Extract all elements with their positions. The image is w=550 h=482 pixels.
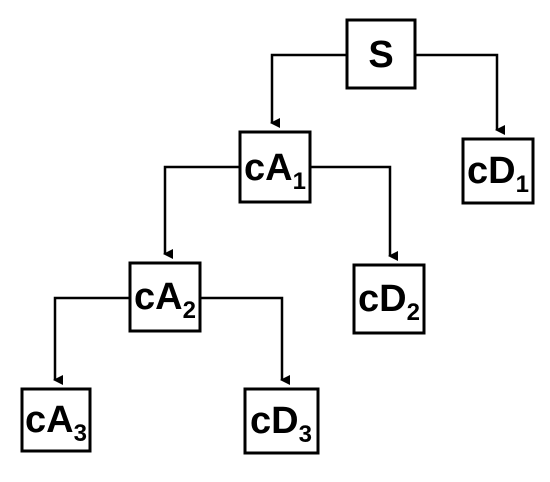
- node-cd1: cD1: [461, 137, 535, 205]
- node-ca2: cA2: [128, 261, 202, 333]
- edge-s-to-cd1: [415, 53, 505, 135]
- node-ca3-label: cA3: [25, 399, 87, 447]
- edge-s-to-ca1: [270, 53, 347, 128]
- edge-ca1-to-ca2: [163, 165, 240, 259]
- node-s-label: S: [368, 34, 393, 76]
- node-cd2: cD2: [352, 263, 426, 335]
- node-ca1-label: cA1: [244, 147, 306, 195]
- edge-ca2-to-cd3: [200, 296, 290, 385]
- node-s: S: [345, 18, 417, 90]
- node-cd3: cD3: [243, 387, 320, 455]
- node-cd2-label: cD2: [358, 278, 420, 326]
- edge-ca2-to-ca3: [53, 296, 130, 385]
- node-ca3: cA3: [20, 387, 92, 453]
- node-ca1: cA1: [238, 130, 312, 204]
- node-cd3-label: cD3: [250, 400, 312, 448]
- node-cd1-label: cD1: [467, 150, 529, 198]
- node-ca2-label: cA2: [134, 276, 196, 324]
- edge-ca1-to-cd2: [310, 165, 398, 261]
